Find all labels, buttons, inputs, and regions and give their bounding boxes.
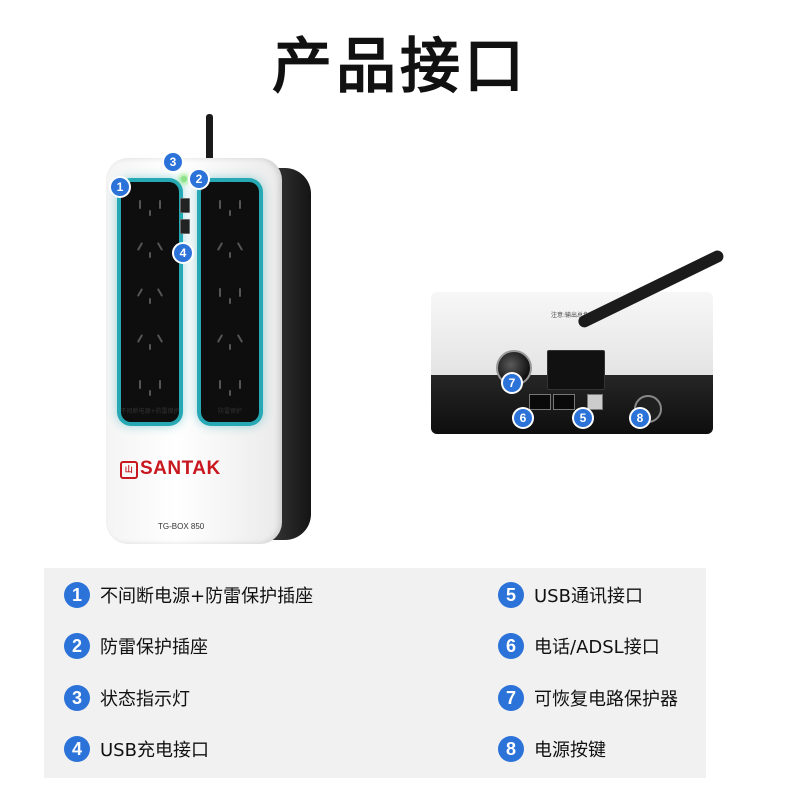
tower-front-panel: 不间断电源+防雷保护 防雷保护 山 SANTAK TG-BOX 850 [106,158,282,544]
surge-outlet-strip [201,182,259,422]
outlet [133,280,167,308]
legend-label: 防雷保护插座 [100,637,208,658]
legend-number-badge: 5 [498,582,524,608]
legend-number-badge: 2 [64,633,90,659]
usb-communication-port [587,394,603,410]
callout-badge-5: 5 [574,409,592,427]
outlet [133,372,167,400]
usb-port-icon [180,219,190,234]
legend-number-badge: 3 [64,685,90,711]
rj-port [529,394,551,410]
legend-number-badge: 6 [498,633,524,659]
model-number: TG-BOX 850 [158,522,205,531]
rear-panel-image: 注意:输出总负载10A 7 6 5 8 [431,248,726,434]
usb-charging-ports [179,198,191,248]
brand-name: SANTAK [140,458,221,479]
legend-item: 1 不间断电源+防雷保护插座 [64,580,313,610]
legend-item: 7 可恢复电路保护器 [498,683,678,713]
legend-number-badge: 4 [64,736,90,762]
legend-item: 5 USB通讯接口 [498,580,643,610]
outlet [213,192,247,220]
ups-surge-outlet-strip [121,182,179,422]
legend-item: 8 电源按键 [498,734,606,764]
legend-label: 电源按键 [534,740,606,761]
brand-mark-icon: 山 [120,461,138,479]
legend-panel: 1 不间断电源+防雷保护插座 2 防雷保护插座 3 状态指示灯 4 USB充电接… [44,568,706,778]
usb-port-icon [180,198,190,213]
legend-number-badge: 1 [64,582,90,608]
power-cord [206,114,213,164]
outlet [133,326,167,354]
ac-input-socket [547,350,605,390]
legend-label: USB通讯接口 [534,586,643,607]
legend-label: 可恢复电路保护器 [534,689,678,710]
callout-badge-6: 6 [514,409,532,427]
callout-badge-4: 4 [174,244,192,262]
legend-item: 2 防雷保护插座 [64,631,208,661]
rj-port [553,394,575,410]
callout-badge-1: 1 [111,178,129,196]
right-strip-label: 防雷保护 [217,408,242,415]
legend-number-badge: 8 [498,736,524,762]
outlet [133,234,167,262]
callout-badge-8: 8 [631,409,649,427]
legend-item: 6 电话/ADSL接口 [498,631,660,661]
outlet [213,326,247,354]
status-indicator-led [181,176,187,182]
legend-label: 电话/ADSL接口 [534,637,660,658]
outlet [213,234,247,262]
rear-load-note: 注意:输出总负载10A [551,312,607,319]
page-title: 产品接口 [272,32,528,102]
left-strip-label: 不间断电源+防雷保护 [120,408,180,415]
legend-label: 状态指示灯 [100,689,190,710]
legend-item: 4 USB充电接口 [64,734,209,764]
legend-label: 不间断电源+防雷保护插座 [100,586,314,607]
tower-device-image: 不间断电源+防雷保护 防雷保护 山 SANTAK TG-BOX 850 1 2 … [106,114,311,544]
brand-logo: 山 SANTAK [120,458,221,480]
outlet [213,372,247,400]
legend-number-badge: 7 [498,685,524,711]
outlet [213,280,247,308]
callout-badge-2: 2 [190,170,208,188]
callout-badge-3: 3 [164,153,182,171]
legend-item: 3 状态指示灯 [64,683,190,713]
callout-badge-7: 7 [503,374,521,392]
legend-label: USB充电接口 [100,740,209,761]
outlet [133,192,167,220]
